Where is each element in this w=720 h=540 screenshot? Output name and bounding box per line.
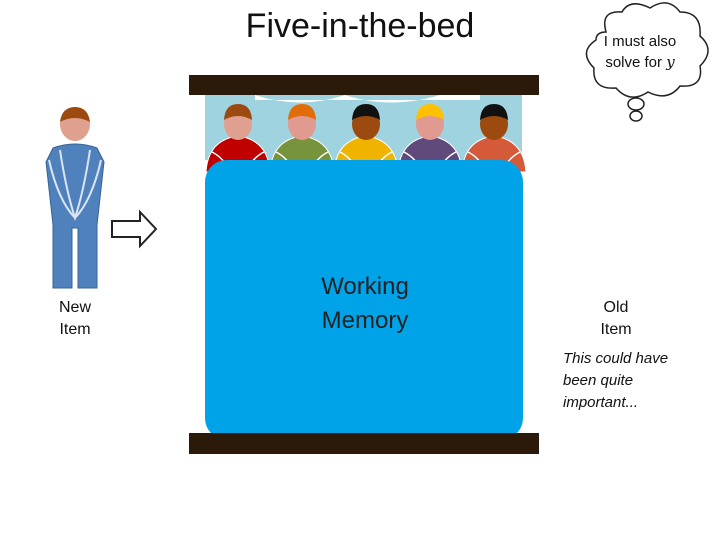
- bed-footboard: [189, 433, 539, 454]
- thought-bubble-dot-small: [629, 110, 643, 122]
- new-item-person-collar-lines: [59, 149, 91, 222]
- bed-pillow-highlight: [255, 95, 480, 103]
- old-item-label-line1: Old: [603, 299, 629, 316]
- sleeper-hair: [288, 104, 316, 120]
- new-item-person-hair: [60, 107, 90, 122]
- blanket: [205, 160, 523, 440]
- thought-bubble: [585, 2, 709, 122]
- new-item-label-line1: New: [58, 299, 91, 316]
- thought-text: I must also solve for y: [590, 31, 690, 73]
- page-title: Five-in-the-bed: [245, 7, 475, 45]
- annotation-note: This could have been quite important...: [563, 348, 713, 414]
- thought-text-line2: solve for y: [590, 52, 690, 73]
- thought-bubble-dot-large: [627, 97, 645, 111]
- old-item-label: Old Item: [586, 297, 646, 341]
- sleeper-hair: [352, 104, 380, 120]
- bed: [189, 75, 539, 454]
- thought-text-prefix: solve for: [605, 54, 667, 71]
- working-memory-label: Working Memory: [275, 270, 455, 338]
- right-arrow-icon: [111, 209, 158, 249]
- sleeper-hair: [480, 104, 508, 120]
- old-item-label-line2: Item: [600, 321, 632, 338]
- annotation-note-line1: This could have: [563, 350, 669, 367]
- annotation-note-line3: important...: [563, 394, 639, 411]
- new-item-label: New Item: [45, 297, 105, 341]
- sleepers: [205, 104, 527, 173]
- thought-text-line1: I must also: [603, 33, 677, 50]
- thought-cloud: [585, 2, 709, 98]
- annotation-note-line2: been quite: [563, 372, 634, 389]
- bed-headboard: [189, 75, 539, 95]
- working-memory-label-line1: Working: [321, 273, 409, 300]
- sleeper-hair: [224, 104, 252, 120]
- new-item-label-line2: Item: [59, 321, 91, 338]
- thought-variable: y: [666, 53, 675, 71]
- working-memory-label-line2: Memory: [321, 307, 409, 334]
- sleeper-hair: [416, 104, 444, 120]
- new-item-person: [45, 107, 105, 289]
